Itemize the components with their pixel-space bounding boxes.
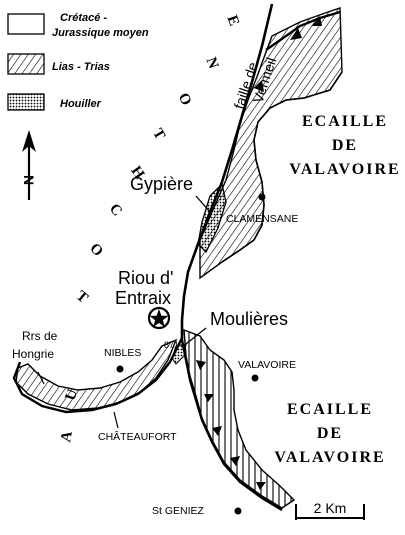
south-thrust-teeth	[196, 360, 266, 490]
ecaille-north-line1: ECAILLE	[302, 113, 388, 130]
summit-star-marker	[147, 306, 171, 330]
faille-de-vermeil-line	[180, 3, 274, 340]
ecaille-south-line3: VALAVOIRE	[274, 449, 385, 466]
elevation-label: 871	[164, 340, 179, 350]
autochtone-letter: A	[58, 430, 76, 444]
clamensane-label: CLAMENSANE	[226, 213, 298, 225]
riou-label-line2: Entraix	[115, 288, 171, 308]
north-arrow: N	[21, 130, 37, 200]
legend-label-lias-trias: Lias - Trias	[52, 61, 110, 73]
ecaille-south-label: ECAILLE DE VALAVOIRE	[274, 401, 385, 466]
ecaille-south-line2: DE	[317, 425, 343, 442]
legend-item-cretace: Crétacé - Jurassique moyen	[7, 12, 149, 39]
rrs-pointer	[37, 371, 45, 385]
legend-label-cretace-line1: Crétacé -	[60, 12, 107, 24]
south-thrust-front	[180, 339, 283, 512]
scale-bar: 2 Km	[295, 500, 365, 520]
legend-label-houiller: Houiller	[60, 98, 102, 110]
autochtone-letter: U	[62, 387, 81, 403]
nibles-village-marker	[116, 365, 124, 373]
st-geniez-label: St GENIEZ	[152, 505, 205, 517]
rrs-label-line1: Rrs de	[22, 329, 58, 343]
rrs-label-line2: Hongrie	[12, 347, 54, 361]
southwest-arc-outer-line	[12, 337, 184, 414]
north-arrow-head	[22, 130, 36, 152]
gypiere-pointer	[195, 195, 211, 213]
north-thrust-teeth	[254, 16, 322, 92]
north-inner-boundary	[221, 71, 343, 263]
ecaille-north-line3: VALAVOIRE	[289, 161, 400, 178]
houiller-small-lens	[171, 343, 187, 365]
ecaille-south-line1: ECAILLE	[287, 401, 373, 418]
legend-swatch-houiller	[7, 93, 45, 111]
autochtone-letter: T	[73, 288, 91, 307]
st-geniez-village-marker	[234, 507, 242, 515]
legend-swatch-lias-trias	[7, 53, 45, 75]
autochtone-letter: T	[149, 126, 168, 143]
autochtone-letter: C	[106, 201, 125, 220]
ecaille-north-line2: DE	[332, 137, 358, 154]
scale-label: 2 Km	[314, 500, 347, 516]
chateaufort-label: CHÂTEAUFORT	[98, 430, 177, 443]
lias-trias-north-band	[199, 7, 343, 280]
riou-label-line1: Riou d'	[118, 268, 173, 288]
moulieres-label: Moulières	[210, 309, 288, 329]
autochtone-letter: O	[175, 91, 194, 108]
legend-item-lias-trias: Lias - Trias	[7, 53, 110, 75]
north-label: N	[21, 175, 37, 185]
legend-label-cretace-line2: Jurassique moyen	[52, 27, 149, 39]
moulieres-pointer	[185, 327, 207, 345]
gypiere-label: Gypière	[130, 174, 193, 194]
chateaufort-pointer	[113, 411, 119, 429]
legend-item-houiller: Houiller	[7, 93, 102, 111]
houiller-lens	[197, 182, 227, 254]
north-thrust-front	[265, 10, 341, 51]
nibles-label: NIBLES	[104, 347, 141, 359]
legend-swatch-cretace	[7, 13, 45, 35]
ecaille-north-label: ECAILLE DE VALAVOIRE	[289, 113, 400, 178]
autochtone-letter: O	[86, 240, 106, 260]
clamensane-village-marker	[258, 193, 266, 201]
autochtone-letter: N	[202, 55, 221, 71]
valavoire-village-marker	[251, 374, 259, 382]
valavoire-label: VALAVOIRE	[238, 359, 296, 371]
autochtone-letter: E	[223, 13, 241, 28]
faille-de-vermeil-label: faille de Vermeil	[231, 56, 280, 111]
legend: Crétacé - Jurassique moyen Lias - Trias …	[7, 12, 149, 111]
